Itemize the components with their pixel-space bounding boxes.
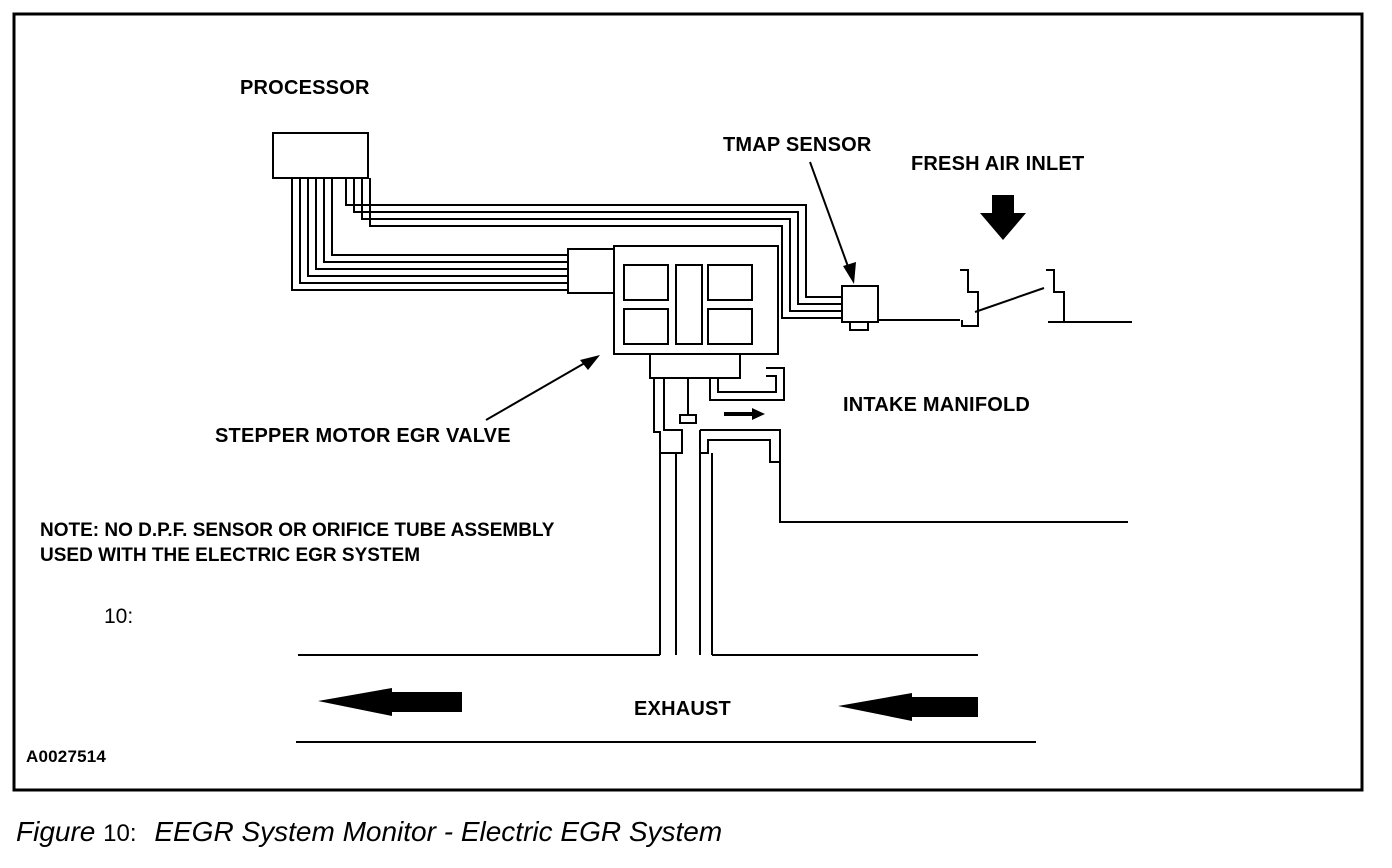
stepper-motor-egr-valve-label: STEPPER MOTOR EGR VALVE — [215, 425, 511, 447]
egr-valve-body — [653, 367, 1128, 655]
fresh-air-inlet-label: FRESH AIR INLET — [911, 153, 1085, 175]
egr-flow-arrow — [724, 408, 765, 420]
tmap-leader-line — [809, 161, 851, 273]
note-line-1: NOTE: NO D.P.F. SENSOR OR ORIFICE TUBE A… — [40, 520, 555, 541]
caption-prefix: Figure — [16, 816, 96, 847]
stepper-leader-arrowhead — [580, 355, 600, 370]
note-text: NOTE: NO D.P.F. SENSOR OR ORIFICE TUBE A… — [40, 518, 554, 568]
fresh-air-arrow — [980, 195, 1026, 240]
throttle-body — [960, 269, 1065, 327]
exhaust-pipe — [296, 654, 1036, 743]
stepper-motor-egr-valve — [567, 245, 779, 379]
caption-number: 10: — [103, 820, 137, 847]
wiring-harness — [291, 178, 842, 319]
exhaust-flow-arrow-right — [838, 693, 978, 721]
processor-box — [272, 132, 369, 179]
figure-id: A0027514 — [26, 747, 107, 766]
exhaust-label: EXHAUST — [634, 698, 731, 720]
caption-title: EEGR System Monitor - Electric EGR Syste… — [154, 816, 723, 847]
figure-caption: Figure 10: EEGR System Monitor - Electri… — [16, 818, 722, 846]
figure-reference: 10: — [104, 605, 134, 628]
processor-label: PROCESSOR — [240, 77, 370, 99]
stepper-leader-line — [485, 359, 591, 421]
tmap-sensor — [841, 285, 879, 331]
diagram-frame — [12, 12, 1364, 792]
tmap-sensor-label: TMAP SENSOR — [723, 134, 872, 156]
exhaust-flow-arrow-left — [318, 688, 462, 716]
tmap-leader-arrowhead — [843, 262, 856, 284]
note-line-2: USED WITH THE ELECTRIC EGR SYSTEM — [40, 545, 421, 566]
intake-manifold-label: INTAKE MANIFOLD — [843, 394, 1031, 416]
